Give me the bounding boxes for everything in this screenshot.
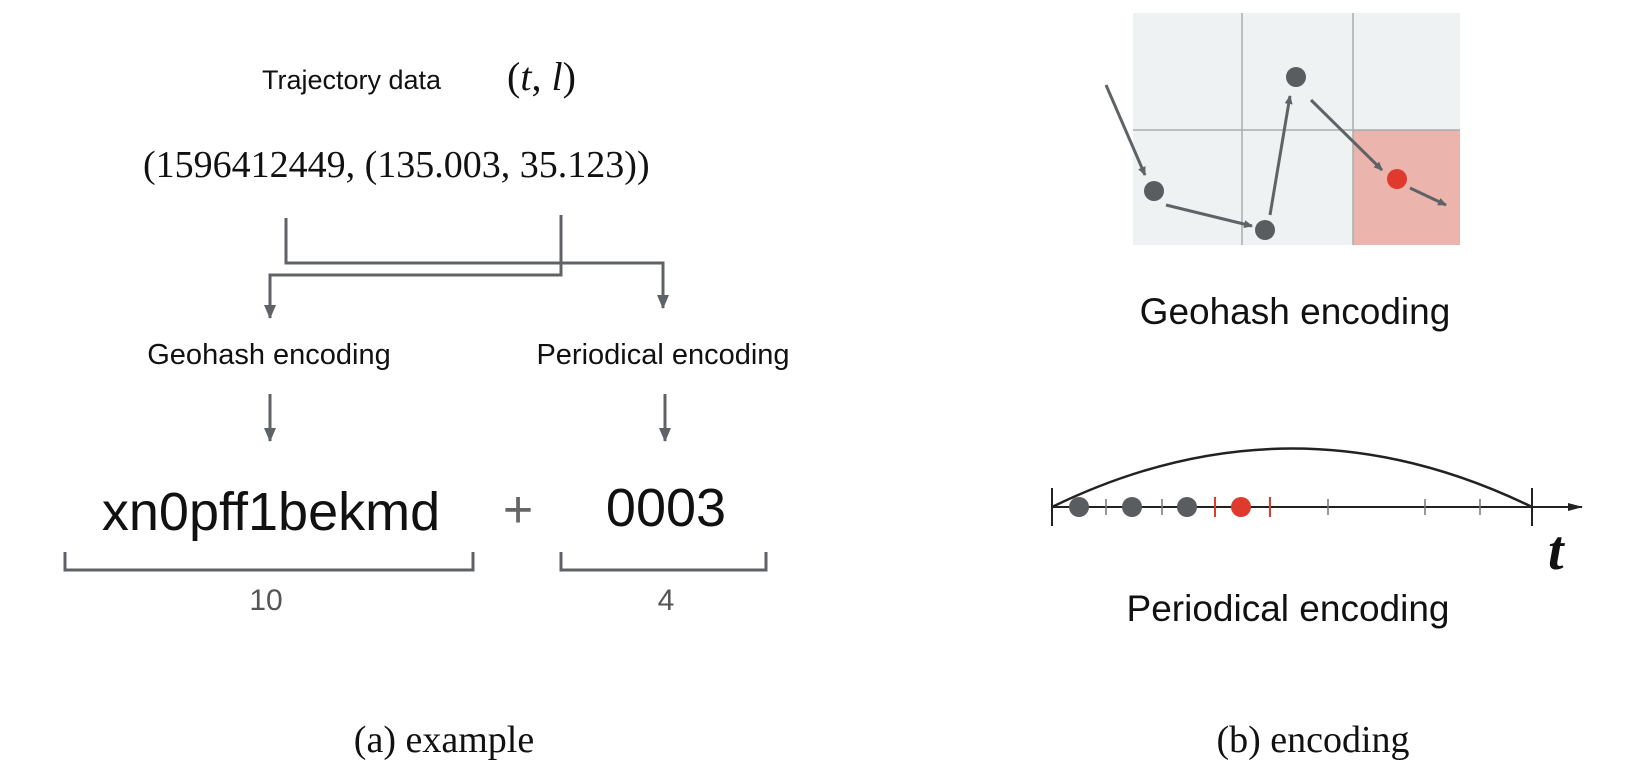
trajectory-point-3 xyxy=(1286,67,1306,87)
formula-sep: , xyxy=(531,54,551,99)
panel-a: Trajectory data (t, l) (1596412449, (135… xyxy=(63,54,790,761)
trajectory-arrow-2 xyxy=(1165,203,1253,228)
slot-ticks xyxy=(1105,499,1481,515)
periodic-timeline: t xyxy=(1051,447,1583,582)
timeline-point-2 xyxy=(1122,497,1142,517)
active-slot-ticks xyxy=(1214,497,1271,517)
geohash-encoding-caption: Geohash encoding xyxy=(1140,291,1451,332)
geohash-length-bracket xyxy=(63,552,475,572)
trajectory-arrow-3 xyxy=(1268,95,1293,216)
caption-a: (a) example xyxy=(354,719,534,761)
periodical-encoding-caption: Periodical encoding xyxy=(1127,588,1450,629)
trajectory-point-2 xyxy=(1255,220,1275,240)
highlighted-cell xyxy=(1353,130,1460,245)
periodic-code: 0003 xyxy=(606,478,726,538)
formula-t: t xyxy=(520,54,532,99)
timestamp-connector xyxy=(284,218,669,309)
trajectory-points xyxy=(1144,67,1407,240)
data-tuple: (1596412449, (135.003, 35.123)) xyxy=(143,144,650,186)
period-arc xyxy=(1051,447,1533,509)
periodic-length-bracket xyxy=(559,552,768,572)
geohash-length: 10 xyxy=(249,584,282,617)
timeline-point-current xyxy=(1231,497,1251,517)
panel-b: Geohash encoding t Periodi xyxy=(1051,13,1583,761)
periodic-length: 4 xyxy=(658,584,675,617)
timeline-point-3 xyxy=(1177,497,1197,517)
trajectory-formula: (t, l) xyxy=(507,54,576,99)
trajectory-point-current xyxy=(1387,169,1407,189)
formula-l: l xyxy=(551,54,562,99)
branch-connectors xyxy=(264,215,669,319)
geohash-encoding-label: Geohash encoding xyxy=(147,339,390,371)
timeline-point-1 xyxy=(1069,497,1089,517)
trajectory-data-label: Trajectory data xyxy=(262,65,442,95)
trajectory-arrow-5 xyxy=(1409,186,1447,207)
formula-open: ( xyxy=(507,54,520,99)
plus-sign: + xyxy=(503,481,533,539)
geohash-grid xyxy=(1133,13,1460,245)
geohash-code: xn0pff1bekmd xyxy=(102,482,440,542)
trajectory-arrow-1 xyxy=(1104,84,1147,176)
formula-close: ) xyxy=(563,54,576,99)
trajectory-arrow-4 xyxy=(1309,98,1384,172)
trajectory-path xyxy=(1104,84,1447,228)
location-connector xyxy=(264,215,563,319)
caption-b: (b) encoding xyxy=(1216,719,1409,761)
trajectory-point-1 xyxy=(1144,181,1164,201)
time-axis-label: t xyxy=(1548,520,1565,582)
periodical-encoding-label: Periodical encoding xyxy=(536,339,789,371)
